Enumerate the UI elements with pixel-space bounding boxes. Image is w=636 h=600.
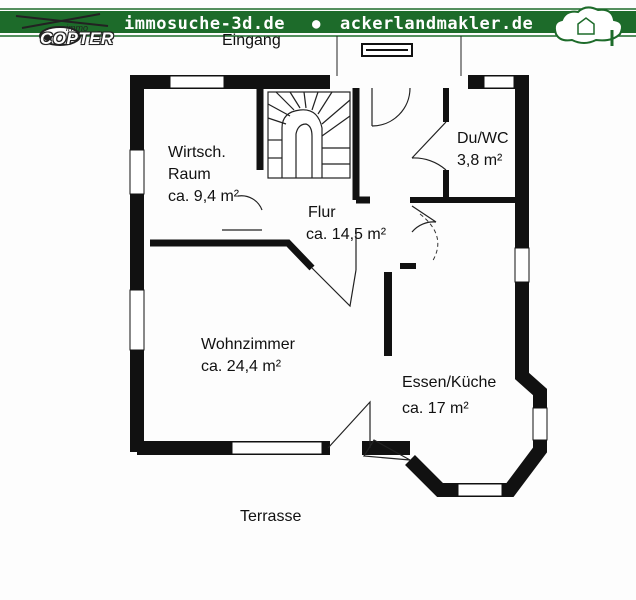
living-room-label: Wohnzimmer ca. 24,4 m²: [201, 334, 295, 378]
banner-separator: ●: [312, 16, 321, 32]
utility-room-name-2: Raum: [168, 166, 211, 183]
entrance-label: Eingang: [222, 32, 281, 49]
logo-small-text: immo: [66, 23, 88, 33]
entrance-area: [336, 36, 462, 76]
helicopter-logo-icon: [15, 13, 109, 46]
hall-name: Flur: [308, 204, 336, 221]
banner-left-link[interactable]: immosuche-3d.de: [124, 14, 286, 34]
utility-room-name-1: Wirtsch.: [168, 144, 226, 161]
utility-room-label: Wirtsch. Raum ca. 9,4 m²: [168, 142, 239, 208]
logo-main-text: COPTER: [40, 29, 114, 48]
living-room-name: Wohnzimmer: [201, 336, 295, 353]
hall-area: ca. 14,5 m²: [306, 226, 387, 243]
kitchen-name: Essen/Küche: [402, 374, 497, 391]
hall-curve-marker: [419, 213, 439, 263]
bath-room-label: Du/WC 3,8 m²: [457, 128, 509, 172]
living-room-area: ca. 24,4 m²: [201, 358, 282, 375]
terrace-label: Terrasse: [240, 508, 302, 525]
utility-room-area: ca. 9,4 m²: [168, 188, 240, 205]
banner-bar: [0, 11, 636, 33]
windows: [129, 75, 548, 497]
bath-room-name: Du/WC: [457, 130, 509, 147]
kitchen-label: Essen/Küche ca. 17 m²: [402, 372, 496, 420]
interior-walls: [150, 88, 516, 356]
doors: [222, 87, 447, 461]
kitchen-area: ca. 17 m²: [402, 400, 469, 417]
hall-label: Flur ca. 14,5 m²: [306, 202, 386, 246]
banner-right-link[interactable]: ackerlandmakler.de: [340, 14, 534, 34]
house-tree-logo-icon: [553, 6, 623, 46]
staircase: [267, 91, 351, 179]
bath-room-area: 3,8 m²: [457, 152, 503, 169]
